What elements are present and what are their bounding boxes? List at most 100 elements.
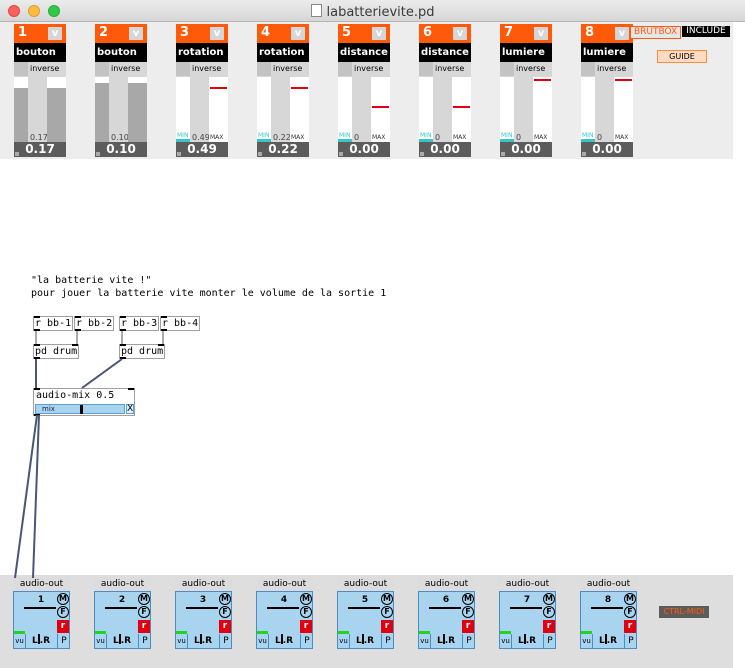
inlet[interactable] (34, 344, 40, 346)
preset-button[interactable]: P (543, 634, 556, 648)
outlet[interactable] (161, 329, 167, 331)
close-window-icon[interactable] (8, 5, 20, 17)
mute-button[interactable]: M (624, 593, 636, 605)
guide-button[interactable]: GUIDE (657, 50, 707, 63)
receive-bb-3-object[interactable]: r bb-3 (119, 316, 159, 331)
pan-control[interactable]: L.R (112, 634, 132, 646)
min-fader[interactable]: MIN (500, 77, 514, 142)
inverse-toggle[interactable] (581, 62, 595, 76)
pan-knob[interactable] (604, 634, 607, 644)
max-fader[interactable]: MAX (614, 77, 633, 142)
mute-button[interactable]: M (138, 593, 150, 605)
volume-bar[interactable] (348, 607, 380, 609)
sensor-v-toggle[interactable]: v (210, 27, 224, 40)
pan-knob[interactable] (280, 634, 283, 644)
outlet[interactable] (34, 357, 40, 359)
outlet[interactable] (120, 329, 126, 331)
fade-button[interactable]: F (381, 606, 393, 618)
record-button[interactable]: r (462, 620, 474, 633)
inverse-toggle[interactable] (95, 62, 109, 76)
inverse-toggle[interactable] (176, 62, 190, 76)
sensor-value-display[interactable]: 0.22 (257, 142, 309, 157)
record-button[interactable]: r (138, 620, 150, 633)
pan-knob[interactable] (37, 634, 40, 644)
min-fader[interactable]: MIN (176, 77, 190, 142)
pan-control[interactable]: L.R (517, 634, 537, 646)
minimize-window-icon[interactable] (28, 5, 40, 17)
sensor-value-display[interactable]: 0.00 (500, 142, 552, 157)
pan-control[interactable]: L.R (598, 634, 618, 646)
max-fader[interactable]: MAX (371, 77, 390, 142)
inverse-fader[interactable] (47, 77, 66, 142)
pan-control[interactable]: L.R (193, 634, 213, 646)
preset-button[interactable]: P (381, 634, 394, 648)
vu-button[interactable]: vu (176, 634, 188, 648)
vu-button[interactable]: vu (95, 634, 107, 648)
mute-button[interactable]: M (219, 593, 231, 605)
vu-button[interactable]: vu (419, 634, 431, 648)
outlet[interactable] (120, 357, 126, 359)
preset-button[interactable]: P (57, 634, 70, 648)
mute-button[interactable]: M (543, 593, 555, 605)
maximize-window-icon[interactable] (48, 5, 60, 17)
max-marker[interactable] (372, 106, 389, 108)
volume-bar[interactable] (591, 607, 623, 609)
inverse-fader[interactable] (128, 77, 147, 142)
max-fader[interactable]: MAX (533, 77, 552, 142)
record-button[interactable]: r (624, 620, 636, 633)
inlet[interactable] (158, 344, 164, 346)
min-fader[interactable]: MIN (338, 77, 352, 142)
sensor-fader[interactable] (14, 77, 28, 142)
receive-bb-2-object[interactable]: r bb-2 (74, 316, 114, 331)
record-button[interactable]: r (300, 620, 312, 633)
preset-button[interactable]: P (138, 634, 151, 648)
inlet[interactable] (72, 344, 78, 346)
fade-button[interactable]: F (138, 606, 150, 618)
receive-bb-1-object[interactable]: r bb-1 (33, 316, 73, 331)
inlet[interactable] (34, 316, 40, 318)
vu-button[interactable]: vu (581, 634, 593, 648)
record-button[interactable]: r (543, 620, 555, 633)
inlet[interactable] (161, 316, 167, 318)
inlet[interactable] (128, 388, 134, 390)
inlet[interactable] (34, 388, 40, 390)
volume-bar[interactable] (429, 607, 461, 609)
pan-knob[interactable] (361, 634, 364, 644)
pan-knob[interactable] (523, 634, 526, 644)
min-fader[interactable]: MIN (419, 77, 433, 142)
mix-close-icon[interactable]: X (126, 404, 134, 414)
inverse-toggle[interactable] (500, 62, 514, 76)
mix-slider[interactable]: mix (35, 404, 125, 414)
record-button[interactable]: r (381, 620, 393, 633)
pd-drum-2-object[interactable]: pd drum (119, 344, 165, 359)
record-button[interactable]: r (219, 620, 231, 633)
pan-control[interactable]: L.R (274, 634, 294, 646)
sensor-v-toggle[interactable]: v (129, 27, 143, 40)
max-marker[interactable] (210, 87, 227, 89)
preset-button[interactable]: P (219, 634, 232, 648)
fade-button[interactable]: F (462, 606, 474, 618)
sensor-value-display[interactable]: 0.49 (176, 142, 228, 157)
mute-button[interactable]: M (57, 593, 69, 605)
pan-control[interactable]: L.R (355, 634, 375, 646)
sensor-value-display[interactable]: 0.00 (338, 142, 390, 157)
volume-bar[interactable] (186, 607, 218, 609)
min-fader[interactable]: MIN (257, 77, 271, 142)
brutbox-label[interactable]: BRUTBOX (630, 26, 682, 39)
include-label[interactable]: INCLUDE (682, 26, 730, 37)
mute-button[interactable]: M (381, 593, 393, 605)
preset-button[interactable]: P (624, 634, 637, 648)
max-marker[interactable] (615, 79, 632, 81)
record-button[interactable]: r (57, 620, 69, 633)
sensor-fader[interactable] (95, 77, 109, 142)
pd-drum-1-object[interactable]: pd drum (33, 344, 79, 359)
inverse-toggle[interactable] (419, 62, 433, 76)
inverse-toggle[interactable] (338, 62, 352, 76)
preset-button[interactable]: P (462, 634, 475, 648)
volume-bar[interactable] (267, 607, 299, 609)
pan-knob[interactable] (118, 634, 121, 644)
audio-mix-object[interactable]: audio-mix 0.5 mix X (33, 388, 135, 416)
sensor-v-toggle[interactable]: v (291, 27, 305, 40)
sensor-value-display[interactable]: 0.10 (95, 142, 147, 157)
